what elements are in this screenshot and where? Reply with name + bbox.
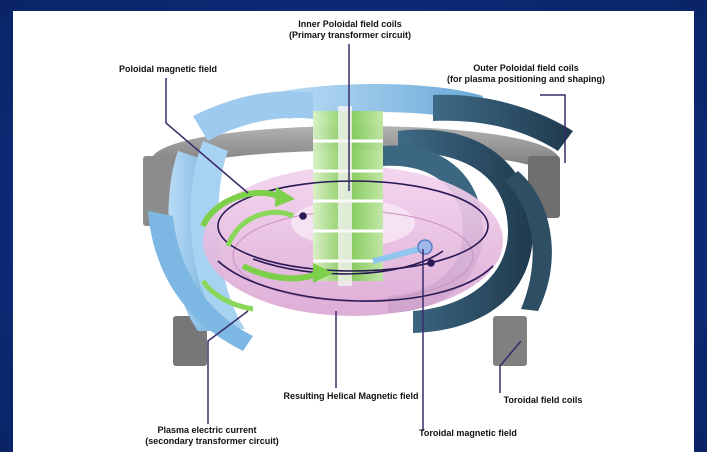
inner-poloidal-label: Inner Poloidal field coils (275, 19, 425, 30)
central-solenoid (313, 106, 383, 286)
plasma-current-sublabel: (secondary transformer circuit) (117, 436, 307, 447)
poloidal-magnetic-label: Poloidal magnetic field (103, 64, 233, 75)
plasma-current-label: Plasma electric current (127, 425, 287, 436)
toroidal-magnetic-label: Toroidal magnetic field (393, 428, 543, 439)
toroidal-coils-label: Toroidal field coils (483, 395, 603, 406)
outer-poloidal-sublabel: (for plasma positioning and shaping) (416, 74, 636, 85)
diagram-panel: Inner Poloidal field coils (Primary tran… (13, 11, 694, 452)
inner-poloidal-sublabel: (Primary transformer circuit) (275, 30, 425, 41)
helical-field-label: Resulting Helical Magnetic field (251, 391, 451, 402)
outer-poloidal-label: Outer Poloidal field coils (431, 63, 621, 74)
